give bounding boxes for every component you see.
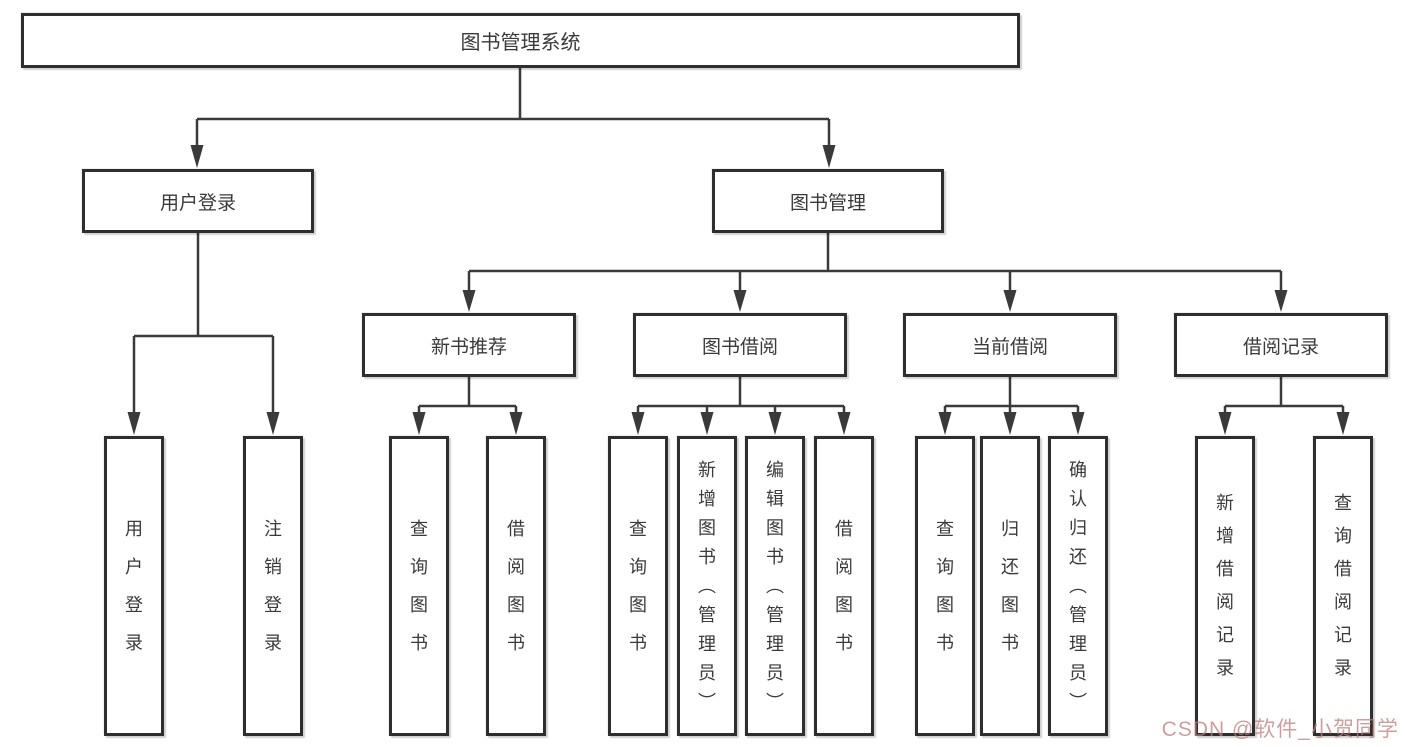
leaf-return-books: 归 还 图 书 [980, 436, 1040, 736]
connector-records-to-leaves [1218, 377, 1350, 435]
node-new-book-recommend: 新书推荐 [362, 313, 576, 377]
leaf-label: 用 户 登 录 [125, 519, 143, 653]
node-label: 图书管理 [789, 192, 866, 214]
leaf-label: 查 询 借 阅 记 录 [1334, 493, 1352, 678]
leaf-query-books-recommend: 查 询 图 书 [389, 436, 449, 736]
connector-current-to-leaves [938, 377, 1085, 435]
node-book-borrow: 图书借阅 [633, 313, 847, 377]
node-label: 图书管理系统 [460, 32, 581, 54]
node-label: 图书借阅 [701, 336, 778, 358]
leaf-label: 借 阅 图 书 [835, 519, 853, 653]
connector-newbook-to-leaves [412, 377, 523, 435]
node-label: 用户登录 [159, 192, 236, 214]
leaf-label: 注 销 登 录 [264, 519, 282, 653]
leaf-add-borrow-record: 新 增 借 阅 记 录 [1195, 436, 1255, 736]
node-library-system: 图书管理系统 [21, 13, 1020, 68]
leaf-label: 借 阅 图 书 [507, 519, 525, 653]
connector-root-to-level2 [190, 68, 836, 168]
node-book-management: 图书管理 [712, 169, 944, 233]
leaf-label: 新 增 借 阅 记 录 [1216, 493, 1234, 678]
leaf-query-borrow-record: 查 询 借 阅 记 录 [1313, 436, 1373, 736]
connector-bookmgmt-to-level3 [462, 233, 1288, 312]
leaf-borrow-books: 借 阅 图 书 [814, 436, 874, 736]
node-label: 当前借阅 [971, 336, 1048, 358]
leaf-edit-books-admin: 编 辑 图 书 ︵ 管 理 员 ︶ [745, 436, 805, 736]
leaf-query-books-borrow: 查 询 图 书 [608, 436, 668, 736]
leaf-confirm-return-admin: 确 认 归 还 ︵ 管 理 员 ︶ [1048, 436, 1108, 736]
leaf-borrow-books-recommend: 借 阅 图 书 [486, 436, 546, 736]
connector-userlogin-to-leaves [127, 233, 280, 435]
leaf-label: 新 增 图 书 ︵ 管 理 员 ︶ [698, 459, 716, 712]
leaf-label: 归 还 图 书 [1001, 519, 1019, 653]
connector-borrow-to-leaves [631, 377, 851, 435]
node-label: 新书推荐 [430, 336, 507, 358]
leaf-label: 查 询 图 书 [410, 519, 428, 653]
node-current-borrow: 当前借阅 [903, 313, 1117, 377]
leaf-user-login: 用 户 登 录 [104, 436, 164, 736]
leaf-label: 编 辑 图 书 ︵ 管 理 员 ︶ [766, 459, 784, 712]
node-user-login: 用户登录 [82, 169, 314, 233]
leaf-label: 确 认 归 还 ︵ 管 理 员 ︶ [1069, 459, 1087, 712]
leaf-query-books-current: 查 询 图 书 [915, 436, 975, 736]
leaf-label: 查 询 图 书 [629, 519, 647, 653]
node-label: 借阅记录 [1242, 336, 1319, 358]
leaf-label: 查 询 图 书 [936, 519, 954, 653]
node-borrow-records: 借阅记录 [1174, 313, 1388, 377]
leaf-logout: 注 销 登 录 [243, 436, 303, 736]
leaf-add-books-admin: 新 增 图 书 ︵ 管 理 员 ︶ [677, 436, 737, 736]
